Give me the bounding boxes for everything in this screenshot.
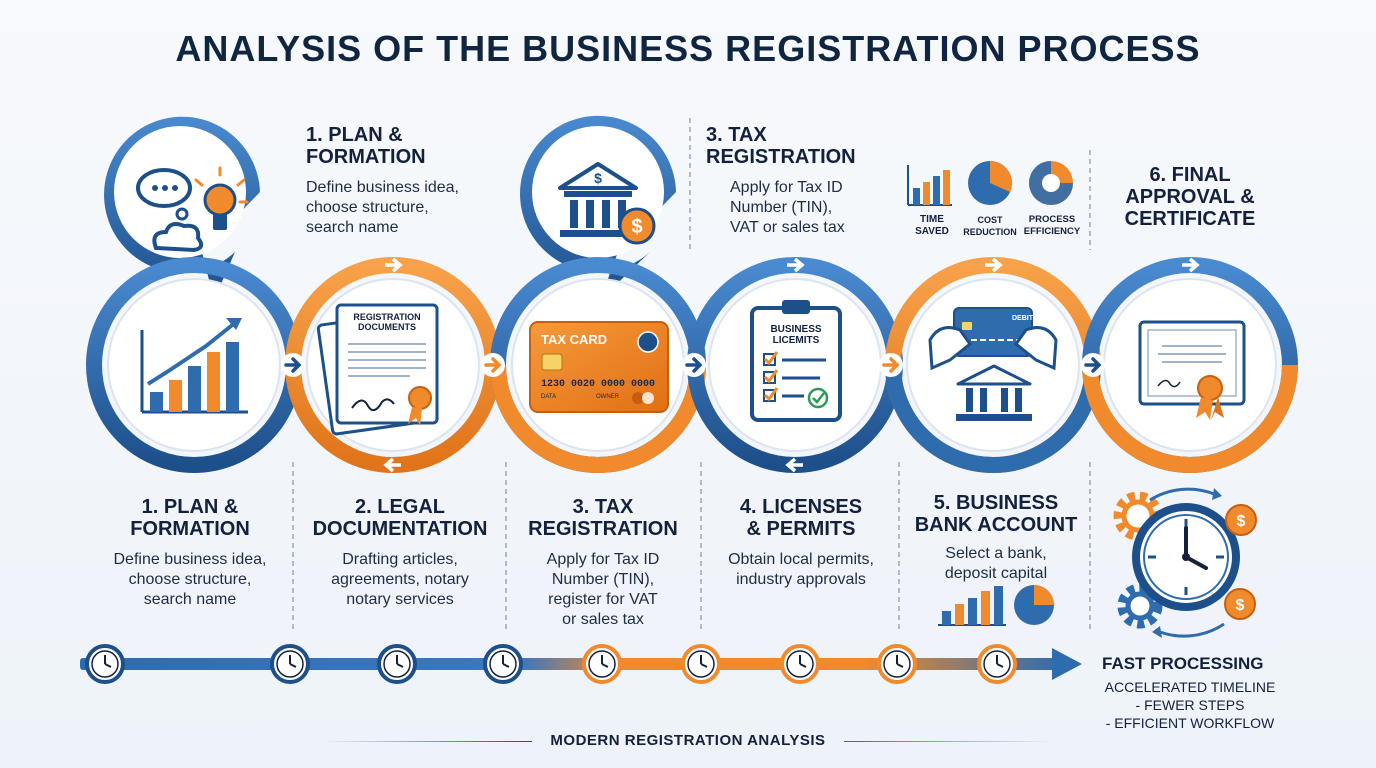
tax-card-icon: TAX CARD 1230 0020 0000 0000 DATA OWNER <box>529 321 669 413</box>
kpi-label-time-saved: TIME SAVED <box>915 214 949 237</box>
step-label-3: 3. TAX REGISTRATION Apply for Tax ID Num… <box>510 496 696 630</box>
column-separators <box>292 118 1091 632</box>
footer-label: MODERN REGISTRATION ANALYSIS <box>550 732 826 749</box>
growth-chart-icon <box>140 318 248 414</box>
footer: MODERN REGISTRATION ANALYSIS <box>0 732 1376 749</box>
clock-icon <box>681 644 721 684</box>
bank-bar-chart-icon <box>938 586 1006 626</box>
step-heading: 5. BUSINESS BANK ACCOUNT <box>914 492 1078 536</box>
clock-icon <box>582 644 622 684</box>
right-arrow-icon <box>385 257 403 273</box>
svg-text:1230 0020 0000 0000: 1230 0020 0000 0000 <box>541 379 655 390</box>
fast-processing-body: ACCELERATED TIMELINE - FEWER STEPS - EFF… <box>1104 679 1276 731</box>
right-arrow-icon <box>1081 353 1105 377</box>
process-rings <box>86 257 1298 473</box>
top-label-step-3: 3. TAX REGISTRATION Apply for Tax ID Num… <box>706 124 896 238</box>
step-label-4: 4. LICENSES & PERMITS Obtain local permi… <box>706 496 896 590</box>
top-label-step-6: 6. FINAL APPROVAL & CERTIFICATE <box>1110 164 1270 230</box>
step-heading: 4. LICENSES & PERMITS <box>739 496 863 540</box>
bank-debit-icon: DEBIT <box>928 307 1058 421</box>
kpi-label-process-efficiency: PROCESS EFFICIENCY <box>1023 214 1081 237</box>
right-arrow-icon <box>985 257 1003 273</box>
clock-icon <box>877 644 917 684</box>
left-arrow-icon <box>785 457 803 473</box>
right-arrow-icon <box>787 257 805 273</box>
svg-text:TAX CARD: TAX CARD <box>541 332 607 347</box>
step-heading: 3. TAX REGISTRATION <box>528 496 678 540</box>
clock-icon <box>780 644 820 684</box>
clock-icon <box>85 644 125 684</box>
step-body: Define business idea, choose structure, … <box>113 551 267 608</box>
top-label-step-1: 1. PLAN & FORMATION Define business idea… <box>306 124 506 238</box>
right-arrow-icon <box>1182 257 1200 273</box>
timeline-arrow <box>80 648 1082 680</box>
top-label-heading: 6. FINAL APPROVAL & CERTIFICATE <box>1124 164 1256 230</box>
certificate-icon <box>1138 320 1246 420</box>
svg-text:$: $ <box>1237 513 1246 530</box>
idea-icon <box>136 166 249 253</box>
kpi-pie-icon <box>968 161 1012 205</box>
step-body: Obtain local permits, industry approvals <box>728 551 874 588</box>
step-heading: 1. PLAN & FORMATION <box>130 496 250 540</box>
svg-text:$: $ <box>594 170 602 186</box>
step-body: Select a bank, deposit capital <box>944 545 1048 582</box>
kpi-label-cost-reduction: COST REDUCTION <box>963 215 1017 237</box>
right-arrow-icon <box>682 353 706 377</box>
right-arrow-icon <box>879 353 903 377</box>
kpi-bar-chart-icon <box>907 165 952 206</box>
page-title: ANALYSIS OF THE BUSINESS REGISTRATION PR… <box>175 28 1201 69</box>
kpi-donut-icon <box>1029 161 1073 205</box>
clock-icon <box>977 644 1017 684</box>
step-body: Apply for Tax ID Number (TIN), register … <box>546 551 660 628</box>
step-label-5: 5. BUSINESS BANK ACCOUNT Select a bank, … <box>904 492 1088 584</box>
footer-line-left <box>322 740 533 742</box>
footer-line-right <box>843 740 1054 742</box>
top-label-body: Apply for Tax ID Number (TIN), VAT or sa… <box>730 179 845 236</box>
clock-icon <box>377 644 417 684</box>
timeline-clocks <box>85 644 1017 684</box>
clock-icon <box>483 644 523 684</box>
svg-text:$: $ <box>1236 597 1245 614</box>
fast-processing-icon: $ $ <box>1113 487 1257 638</box>
process-ring-1 <box>86 257 302 473</box>
svg-text:OWNER: OWNER <box>596 394 620 400</box>
svg-text:DATA: DATA <box>541 394 556 400</box>
top-label-heading: 1. PLAN & FORMATION <box>306 124 426 168</box>
right-arrow-icon <box>481 353 505 377</box>
top-label-heading: 3. TAX REGISTRATION <box>706 124 856 168</box>
svg-text:DEBIT: DEBIT <box>1012 315 1034 322</box>
step-label-2: 2. LEGAL DOCUMENTATION Drafting articles… <box>300 496 500 610</box>
fast-processing-heading: FAST PROCESSING <box>1102 654 1264 673</box>
svg-text:$: $ <box>631 216 642 238</box>
bank-coin-icon: $ $ <box>558 162 656 245</box>
docs-label-1: REGISTRATION <box>353 312 420 322</box>
step-label-1: 1. PLAN & FORMATION Define business idea… <box>100 496 280 610</box>
right-arrow-icon <box>281 353 305 377</box>
clock-icon <box>270 644 310 684</box>
top-label-body: Define business idea, choose structure, … <box>306 179 459 236</box>
gear-icon <box>1117 583 1163 629</box>
step-heading: 2. LEGAL DOCUMENTATION <box>312 496 488 540</box>
left-arrow-icon <box>383 457 401 473</box>
bank-pie-icon <box>1014 585 1054 625</box>
step-body: Drafting articles, agreements, notary no… <box>331 551 469 608</box>
